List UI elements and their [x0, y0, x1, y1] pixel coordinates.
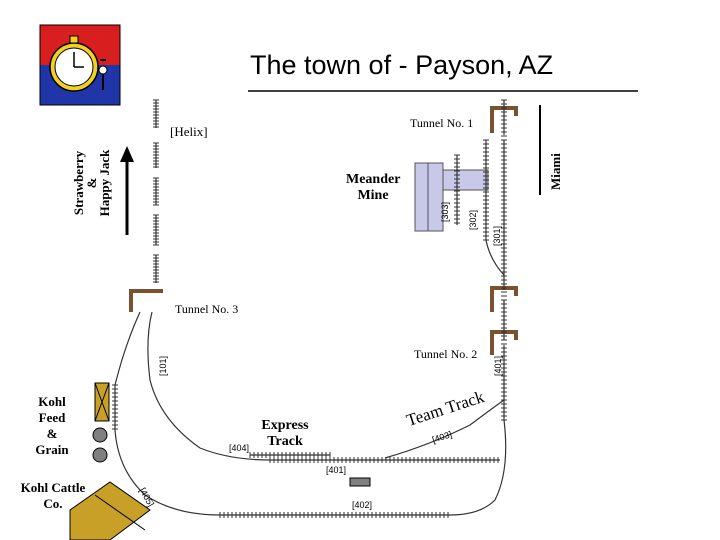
meander-mine-label: Meander Mine [346, 172, 401, 203]
track-id-101: [101] [158, 355, 168, 376]
rail-car [349, 477, 371, 487]
right-main-track [449, 100, 507, 516]
track-id-303: [303] [440, 201, 450, 222]
track-id-402: [402] [352, 500, 373, 510]
kohl-feed-building [92, 382, 110, 463]
track-id-404: [404] [229, 443, 250, 453]
kohl-feed-grain-label: Kohl Feed & Grain [35, 394, 69, 457]
tunnel-portal-3 [129, 289, 163, 312]
helix-label: [Helix] [170, 124, 208, 139]
track-id-302: [302] [468, 209, 478, 230]
tunnel-2-label: Tunnel No. 2 [414, 347, 478, 361]
track-id-301: [301] [492, 225, 502, 246]
pocket-watch-icon [39, 24, 121, 106]
track-ties [112, 99, 507, 518]
miami-label: Miami [548, 153, 563, 190]
left-main-track [114, 311, 500, 516]
track-id-401: [401] [326, 465, 347, 475]
tunnel-1-label: Tunnel No. 1 [410, 116, 474, 130]
page-title: The town of - Payson, AZ [250, 50, 554, 80]
express-track-label: Express Track [261, 418, 309, 449]
track-id-401-right: [401] [493, 355, 503, 376]
arrow-up-icon [120, 146, 134, 235]
tunnel-3-label: Tunnel No. 3 [175, 302, 239, 316]
kohl-cattle-building [69, 481, 151, 540]
strawberry-happy-jack-label: Strawberry & Happy Jack [71, 149, 112, 217]
team-track-line [384, 399, 505, 459]
kohl-cattle-label: Kohl Cattle Co. [20, 480, 86, 511]
